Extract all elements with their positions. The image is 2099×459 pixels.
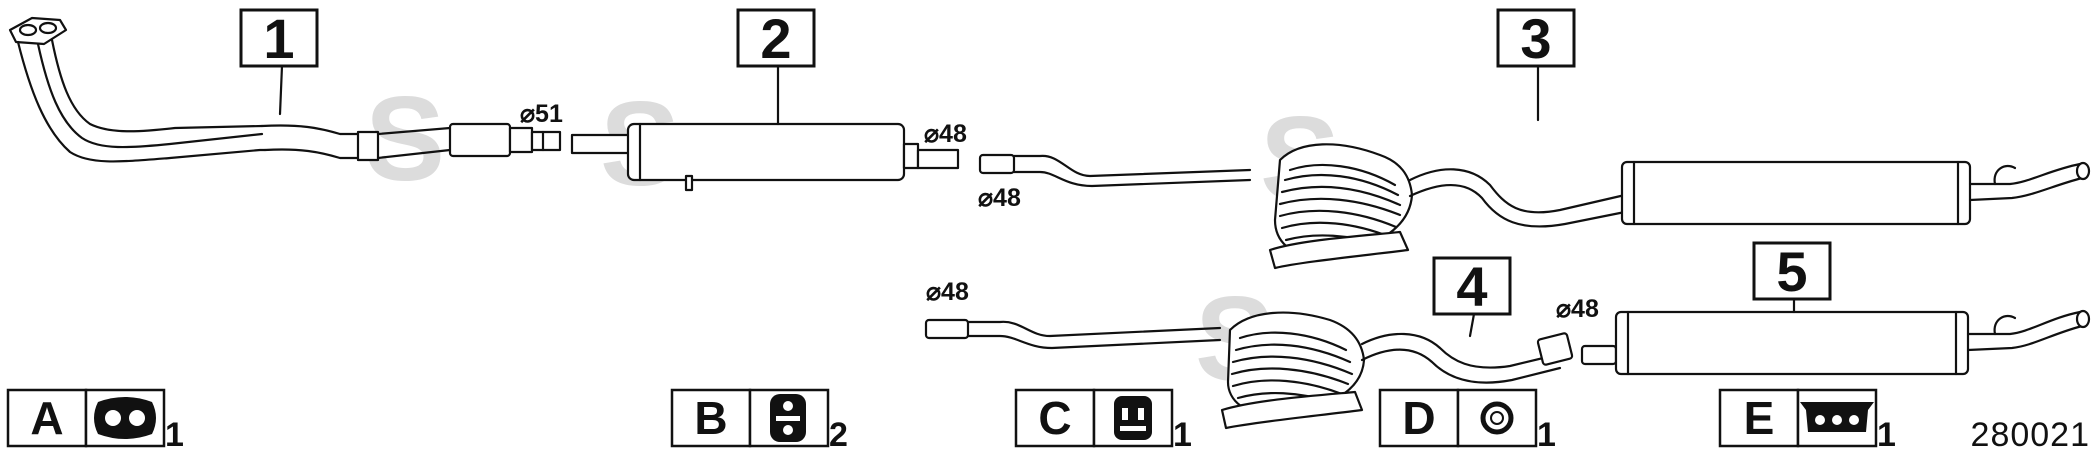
dimension-48-a: ⌀48 [924, 120, 967, 148]
svg-text:4: 4 [1456, 255, 1487, 318]
callout-3: 3 [1496, 7, 1576, 122]
callout-4: 4 [1432, 255, 1512, 338]
legend-item-b: B 2 [670, 388, 848, 454]
svg-text:3: 3 [1520, 7, 1551, 70]
svg-text:1: 1 [1537, 416, 1556, 454]
part-1-front-pipe[interactable] [8, 16, 562, 163]
dimension-48-c: ⌀48 [926, 278, 969, 306]
rubber-hanger-icon [770, 394, 806, 442]
callout-2: 2 [736, 7, 816, 126]
legend-item-d: D 1 [1378, 388, 1556, 454]
diagram-code: 280021 [1971, 416, 2090, 454]
legend-item-a: A 1 [6, 388, 184, 454]
dimension-48-d: ⌀48 [1556, 295, 1599, 323]
svg-text:5: 5 [1776, 240, 1807, 303]
svg-text:1: 1 [1173, 416, 1192, 454]
flange-gasket-icon [94, 397, 156, 439]
ring-hanger-icon [1480, 401, 1514, 435]
svg-text:C: C [1038, 392, 1071, 444]
front-flange [8, 16, 68, 46]
svg-text:1: 1 [1877, 416, 1896, 454]
svg-text:1: 1 [263, 7, 294, 70]
strap-hanger-icon [1800, 402, 1874, 432]
svg-text:A: A [30, 392, 63, 444]
legend-item-e: E 1 [1718, 388, 1896, 454]
callout-1: 1 [239, 7, 319, 116]
part-4-resonator-pipe[interactable] [924, 311, 1574, 430]
svg-text:D: D [1402, 392, 1435, 444]
part-2-center-silencer[interactable] [570, 122, 960, 192]
legend-item-c: C 1 [1014, 388, 1192, 454]
callout-5: 5 [1752, 240, 1832, 314]
part-3-rear-assembly[interactable] [978, 143, 2091, 270]
dimension-51: ⌀51 [520, 100, 563, 128]
svg-text:E: E [1744, 392, 1775, 444]
svg-text:1: 1 [165, 416, 184, 454]
dimension-48-b: ⌀48 [978, 184, 1021, 212]
svg-text:2: 2 [760, 7, 791, 70]
svg-text:B: B [694, 392, 727, 444]
part-5-rear-silencer[interactable] [1580, 309, 2091, 376]
svg-text:2: 2 [829, 416, 848, 454]
mounting-rubber-icon [1114, 396, 1152, 440]
